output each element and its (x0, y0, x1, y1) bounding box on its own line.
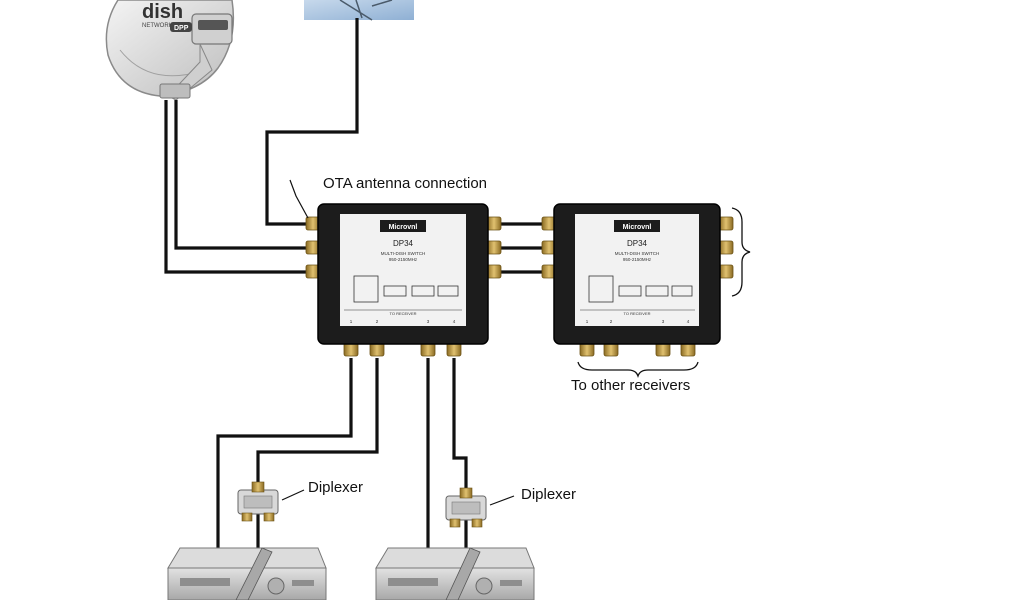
dish-logo-sub: NETWORK (142, 23, 173, 29)
multiswitch-secondary: Microvnl DP34 MULTI-DISH SWITCH 950-2150… (541, 203, 734, 357)
switch-model: DP34 (393, 239, 414, 248)
switch-port-num-2: 2 (376, 319, 379, 324)
cable-out-2 (256, 358, 379, 492)
switch-desc-1: MULTI-DISH SWITCH (381, 251, 425, 256)
cable-dish-2 (164, 100, 314, 274)
dish-mount (159, 83, 191, 99)
receiver-right (375, 547, 535, 601)
diplexer-left (237, 481, 279, 522)
switch-port-num-3: 3 (427, 319, 430, 324)
receiver-left (167, 547, 327, 601)
lnb-tag-box (170, 22, 192, 32)
switch-port-num-1: 1 (350, 319, 353, 324)
diplexer-right (445, 487, 487, 528)
cable-out-1 (216, 358, 353, 560)
multiswitch-primary: Microvnl DP34 MULTI-DISH SWITCH 950-2150… (305, 203, 502, 357)
switch-label-panel (340, 214, 466, 326)
dish-logo: dish (142, 1, 183, 23)
diplexer-left-pointer (281, 489, 305, 501)
cable-ota (265, 18, 359, 226)
diplexer-right-label: Diplexer (521, 486, 577, 503)
switch-2-port-num-4: 4 (687, 319, 690, 324)
ota-pointer (289, 179, 309, 219)
diplexer-right-pointer (489, 495, 515, 506)
switch-footer: TO RECEIVER (389, 311, 416, 316)
ota-antenna-image (304, 0, 414, 21)
switch-2-model: DP34 (627, 239, 648, 248)
switch-2-port-num-1: 1 (586, 319, 589, 324)
switch-2-port-num-3: 3 (662, 319, 665, 324)
to-other-receivers-label: To other receivers (571, 377, 691, 394)
lnb-tag: DPP (174, 25, 189, 32)
switch-2-brand: Microvnl (623, 224, 652, 231)
switch-2-footer: TO RECEIVER (623, 311, 650, 316)
cable-dish-1 (174, 100, 314, 250)
switch-2-port-num-2: 2 (610, 319, 613, 324)
switch-2-desc-1: MULTI-DISH SWITCH (615, 251, 659, 256)
satellite-dish: dish NETWORK DPP (105, 0, 235, 101)
switch-desc-2: 950-2150MHz (389, 257, 418, 262)
cables (164, 18, 546, 560)
diplexer-left-label: Diplexer (308, 479, 364, 496)
switch-2-desc-2: 950-2150MHz (623, 257, 652, 262)
cable-out-4 (452, 358, 468, 498)
switch-label-panel-2 (575, 214, 699, 326)
bottom-brace (577, 361, 699, 379)
switch-port-num-4: 4 (453, 319, 456, 324)
right-side-brace (731, 207, 751, 297)
ota-connection-label: OTA antenna connection (323, 175, 488, 192)
switch-brand: Microvnl (389, 224, 418, 231)
